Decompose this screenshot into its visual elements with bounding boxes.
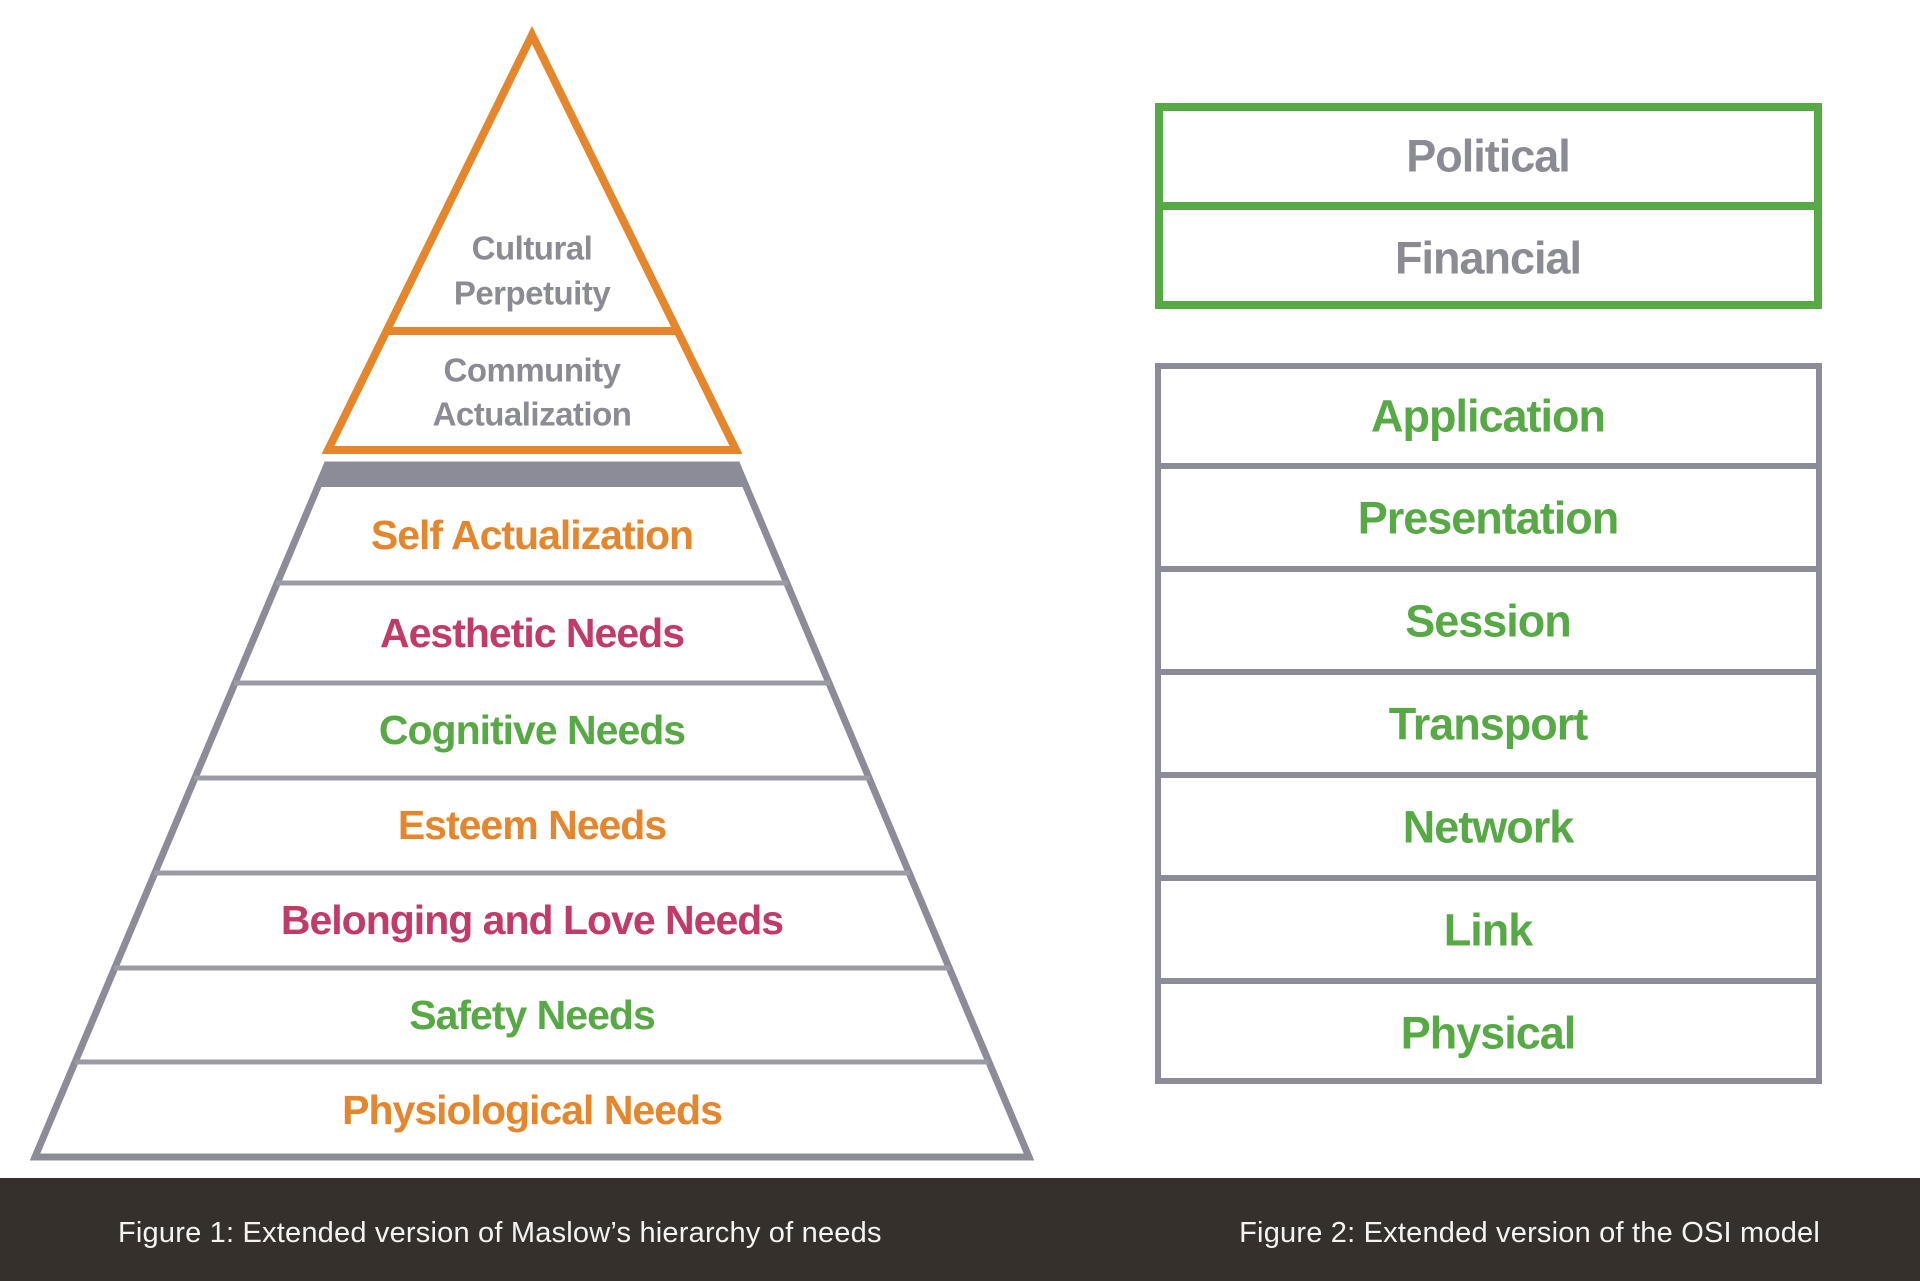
pyramid-top-bar [315, 465, 749, 487]
maslow-cap-triangle: Cultural Perpetuity Community Actualizat… [321, 25, 743, 454]
osi-layer-label-session: Session [1405, 596, 1571, 647]
caption-bar-background [0, 1178, 1920, 1281]
cap-level-cultural-line1: Cultural [472, 230, 593, 267]
figure2-caption: Figure 2: Extended version of the OSI mo… [1239, 1217, 1820, 1249]
osi-layer-label-presentation: Presentation [1358, 493, 1619, 544]
pyramid-level-label-aesthetic-needs: Aesthetic Needs [380, 610, 684, 656]
osi-layer-label-political: Political [1406, 131, 1570, 182]
cap-triangle-outline [321, 25, 743, 454]
caption-bar: Figure 1: Extended version of Maslow’s h… [0, 1178, 1920, 1281]
pyramid-level-label-cognitive-needs: Cognitive Needs [379, 707, 685, 753]
osi-layer-label-network: Network [1403, 802, 1576, 853]
osi-stack: Application Presentation Session Transpo… [1155, 363, 1822, 1084]
osi-layer-label-application: Application [1371, 391, 1605, 442]
osi-layer-label-physical: Physical [1401, 1008, 1576, 1059]
pyramid-level-label-esteem-needs: Esteem Needs [398, 802, 667, 848]
osi-layer-label-financial: Financial [1395, 233, 1581, 284]
maslow-pyramid: Self Actualization Aesthetic Needs Cogni… [29, 461, 1035, 1161]
osi-layer-label-transport: Transport [1389, 699, 1589, 750]
pyramid-level-label-safety-needs: Safety Needs [409, 992, 655, 1038]
osi-stack-outline [1155, 363, 1822, 1084]
cap-level-community-line1: Community [444, 352, 622, 389]
figure1-caption: Figure 1: Extended version of Maslow’s h… [118, 1217, 882, 1249]
cap-level-community-line2: Actualization [433, 396, 632, 433]
pyramid-level-label-self-actualization: Self Actualization [371, 512, 693, 558]
cap-level-cultural-line2: Perpetuity [454, 275, 612, 312]
pyramid-level-label-belonging-and-love-needs: Belonging and Love Needs [281, 897, 783, 943]
osi-extension-box: Political Financial [1155, 103, 1822, 309]
osi-layer-label-link: Link [1444, 905, 1534, 956]
pyramid-level-label-physiological-needs: Physiological Needs [342, 1087, 722, 1133]
